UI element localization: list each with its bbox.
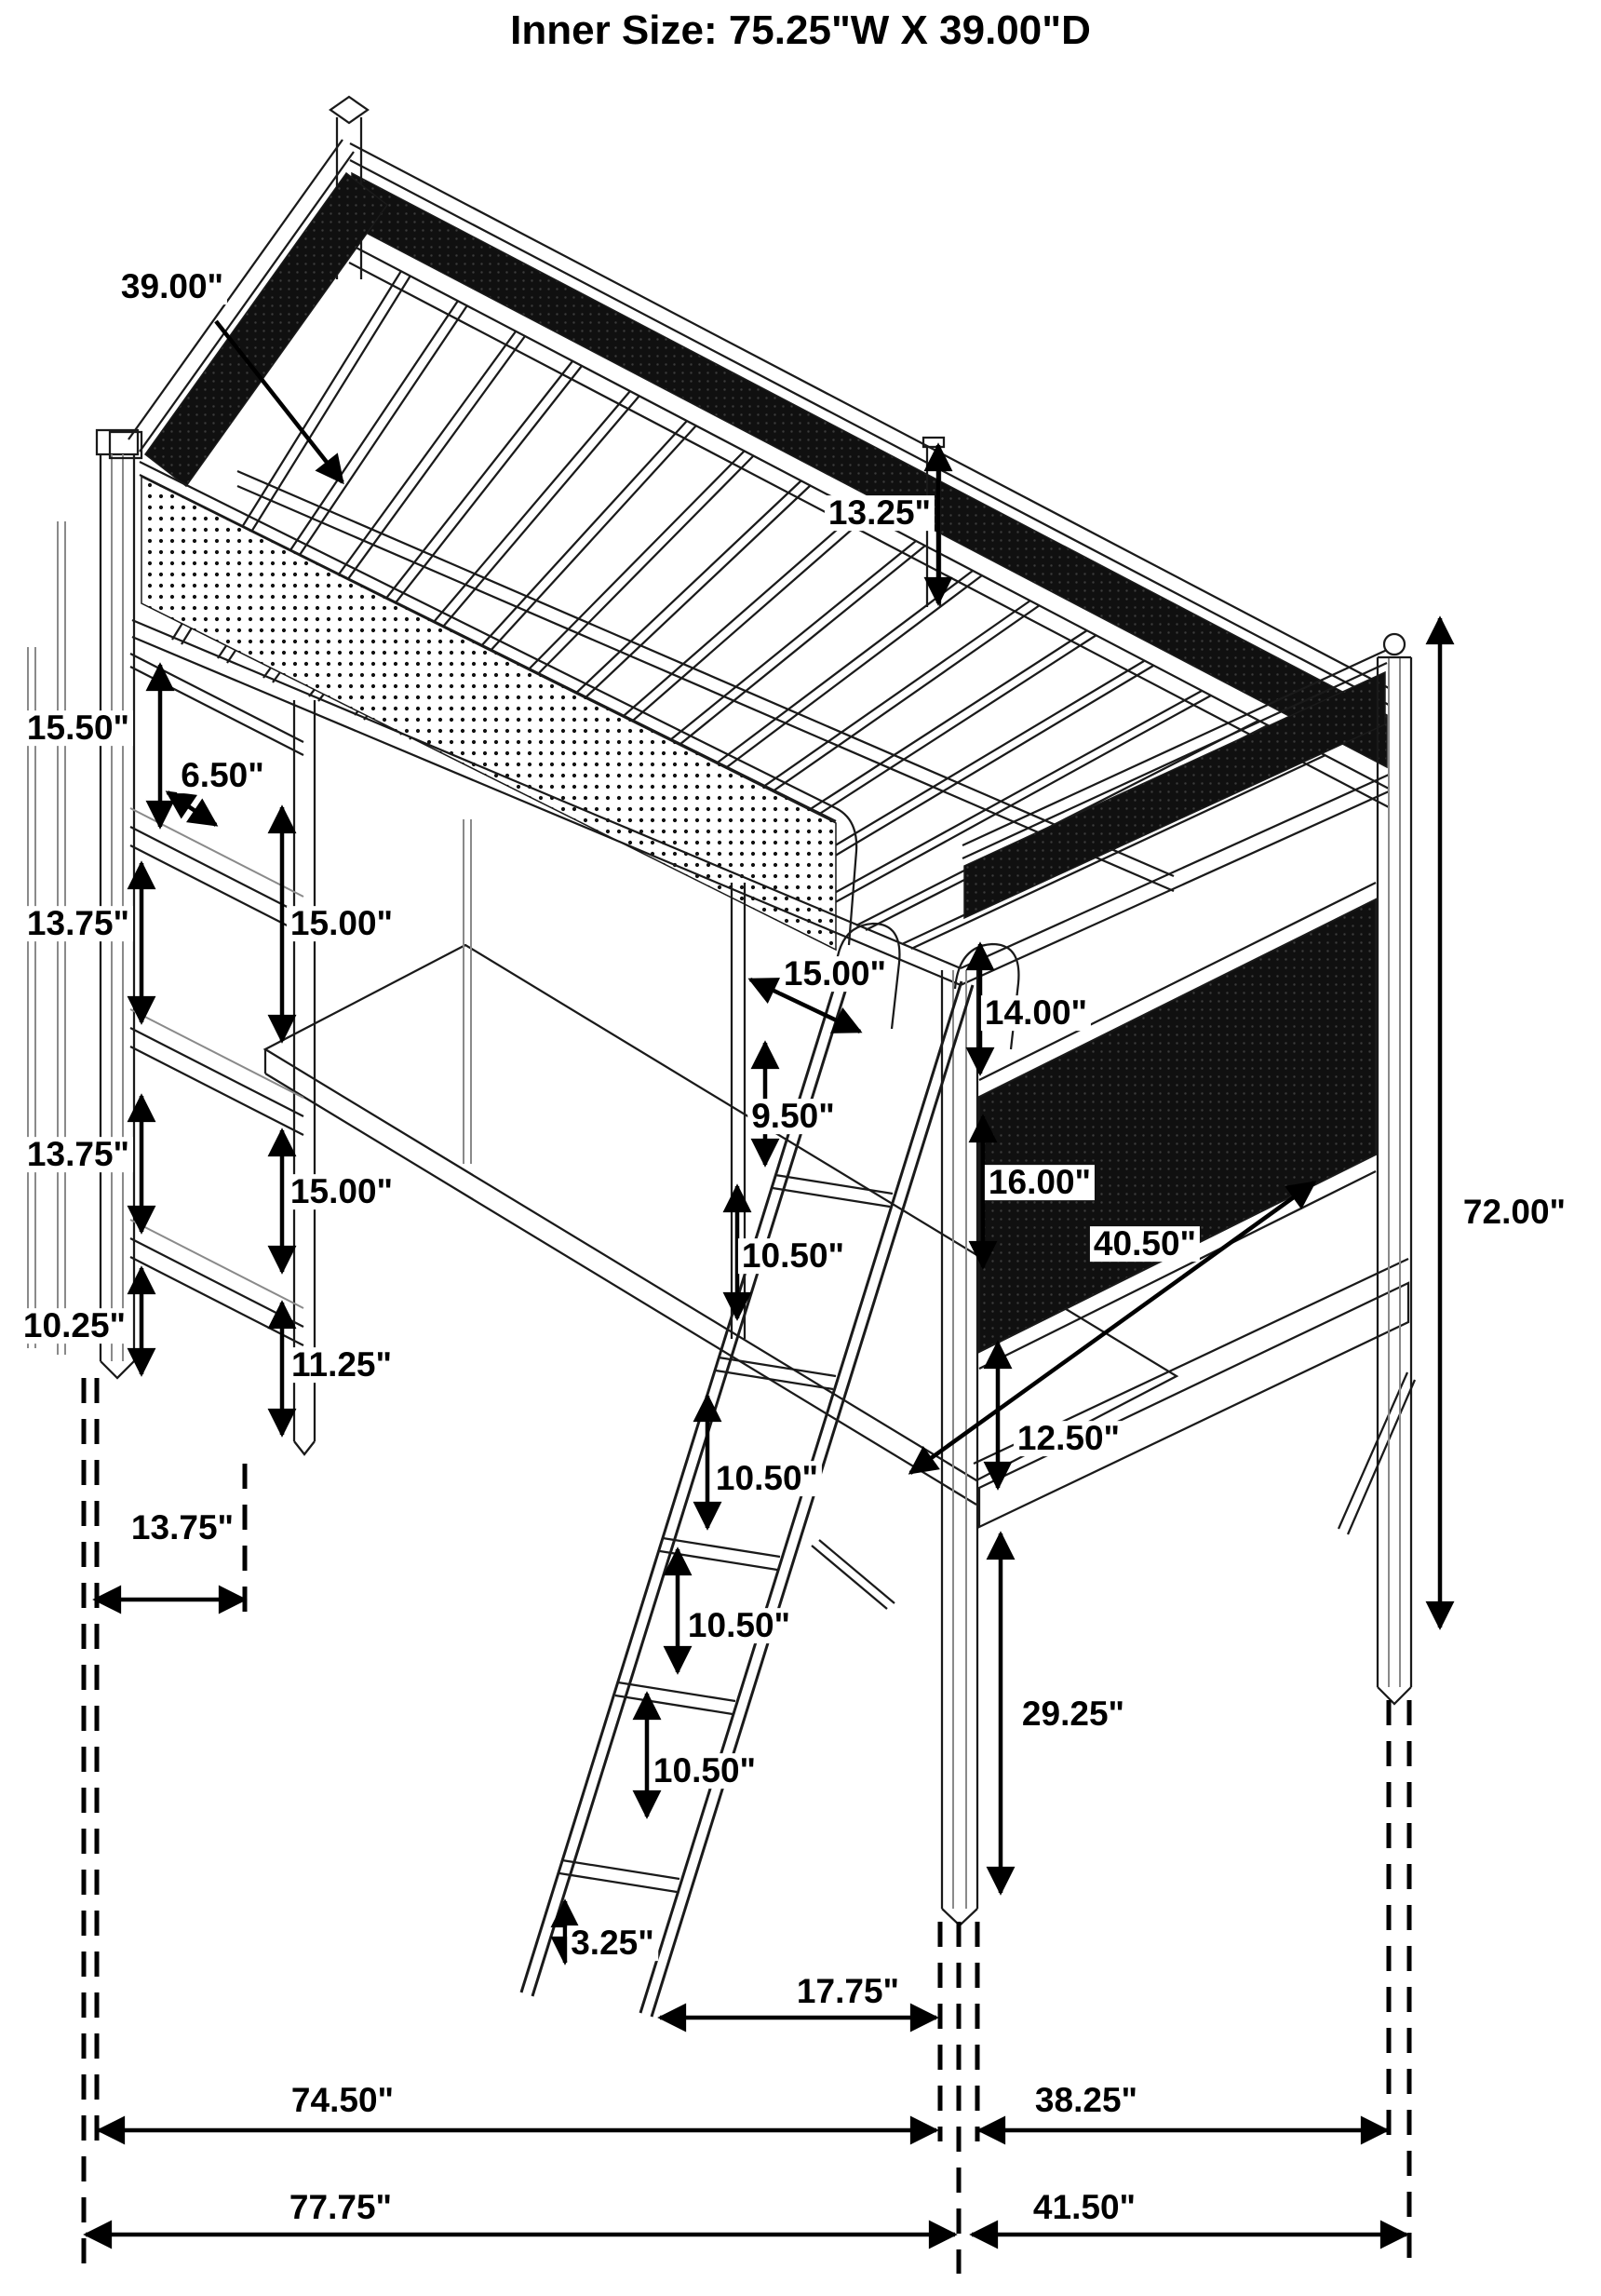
dim-label-overall-width: 77.75" (285, 2190, 397, 2225)
head-rail-mesh (108, 139, 389, 488)
right-rear-post (1376, 632, 1413, 1706)
front-guard-rail (131, 460, 962, 1339)
projection-lines (81, 1378, 1412, 2274)
dim-label-deck-mesh-top: 14.00" (980, 995, 1092, 1031)
dim-label-tower-depth: 13.75" (127, 1510, 238, 1546)
foot-rail-mesh (960, 648, 1390, 987)
dim-label-far-rail-height: 13.25" (824, 495, 935, 531)
guard-mesh-panel (978, 881, 1377, 1371)
dim-label-ladder-foot-offset: 17.75" (792, 1974, 904, 2009)
dim-label-mesh-desk: 12.50" (1013, 1421, 1124, 1456)
dim-label-overall-height: 72.00" (1459, 1195, 1570, 1230)
dim-label-post-bottom: 11.25" (287, 1347, 397, 1383)
dim-label-side-span: 38.25" (1030, 2083, 1142, 2118)
dim-label-rung-spacing-3: 10.50" (683, 1608, 795, 1643)
dim-label-front-span: 74.50" (287, 2083, 398, 2118)
dimension-arrows (83, 319, 1455, 2249)
dim-label-shelf2-shelf3: 13.75" (22, 1137, 134, 1172)
ladder (519, 922, 1020, 2018)
dim-label-mesh-height: 16.00" (984, 1165, 1096, 1200)
dim-label-post-top-shelf1: 15.50" (22, 710, 134, 746)
dim-label-diagonal-shelf: 40.50" (1089, 1226, 1201, 1262)
dim-label-rung-spacing-1: 10.50" (737, 1238, 849, 1274)
dim-label-shelf1-shelf2: 13.75" (22, 906, 134, 941)
dim-label-rung-spacing-4: 10.50" (649, 1753, 760, 1789)
dim-label-desk-shelf3: 15.00" (286, 1174, 397, 1209)
dim-label-rung-spacing-2: 10.50" (711, 1461, 823, 1496)
dim-label-post-shelf-offset: 6.50" (177, 758, 268, 793)
dim-label-rung5-floor: 3.25" (567, 1925, 658, 1961)
dim-label-desk-depth: 15.00" (779, 956, 891, 992)
dim-label-deck-desk: 15.00" (286, 906, 397, 941)
dim-label-overall-depth: 41.50" (1029, 2190, 1140, 2225)
dim-label-desk-height: 29.25" (1017, 1696, 1129, 1732)
dim-label-shelf3-floor: 10.25" (19, 1308, 130, 1344)
dim-label-depth-slats: 39.00" (116, 269, 228, 304)
page-title: Inner Size: 75.25"W X 39.00"D (510, 7, 1091, 53)
dim-label-rail-rung1: 9.50" (747, 1099, 839, 1134)
